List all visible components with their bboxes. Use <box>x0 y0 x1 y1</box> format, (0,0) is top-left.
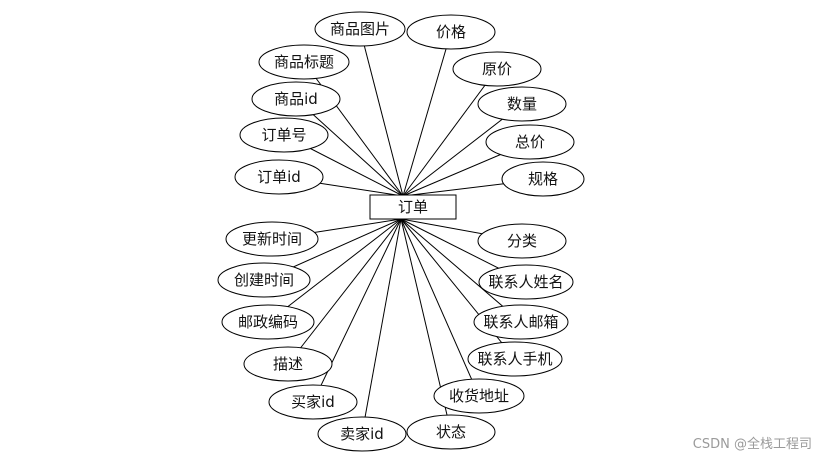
attribute-buyer-id: 买家id <box>268 384 358 420</box>
attribute-ellipse <box>317 416 407 452</box>
entity-box <box>369 194 457 220</box>
attribute-product-id: 商品id <box>251 81 341 117</box>
attribute-label: 更新时间 <box>242 230 302 248</box>
connector-postal-code <box>267 218 402 323</box>
attribute-ellipse <box>258 44 350 80</box>
attribute-label: 收货地址 <box>449 387 509 405</box>
attribute-ellipse <box>467 341 563 377</box>
attribute-label: 数量 <box>507 95 537 113</box>
attribute-spec: 规格 <box>501 161 585 197</box>
attribute-contact-phone: 联系人手机 <box>467 341 563 377</box>
attribute-ellipse <box>239 117 329 153</box>
attribute-label: 规格 <box>528 170 558 188</box>
connector-contact-email <box>400 218 522 323</box>
connector-seller-id <box>361 218 402 435</box>
connector-price <box>402 31 452 197</box>
entity-label: 订单 <box>398 198 428 216</box>
entity-order: 订单 <box>369 194 457 220</box>
attribute-ellipse <box>406 414 496 450</box>
attribute-ellipse <box>433 378 525 414</box>
connector-product-id <box>295 98 404 197</box>
attribute-label: 分类 <box>507 232 537 250</box>
connector-shipping-address <box>400 218 480 397</box>
attribute-order-id: 订单id <box>234 159 324 195</box>
attribute-label: 订单号 <box>261 126 306 144</box>
attribute-label: 联系人姓名 <box>488 273 563 291</box>
attribute-label: 创建时间 <box>234 271 294 289</box>
attribute-ellipse <box>501 161 585 197</box>
connector-original-price <box>402 68 498 197</box>
attribute-price: 价格 <box>406 14 496 50</box>
attribute-ellipse <box>217 262 311 298</box>
attribute-ellipse <box>406 14 496 50</box>
attribute-seller-id: 卖家id <box>317 416 407 452</box>
attribute-ellipse <box>477 223 567 259</box>
attribute-product-title: 商品标题 <box>258 44 350 80</box>
attribute-postal-code: 邮政编码 <box>221 304 315 340</box>
attribute-label: 原价 <box>482 60 512 78</box>
attribute-ellipse <box>225 221 319 257</box>
attribute-label: 状态 <box>436 423 466 441</box>
attribute-status: 状态 <box>406 414 496 450</box>
attribute-label: 订单id <box>257 168 301 186</box>
attribute-ellipse <box>234 159 324 195</box>
attribute-ellipse <box>268 384 358 420</box>
attribute-quantity: 数量 <box>477 86 567 122</box>
connector-description <box>287 218 402 365</box>
attribute-ellipse <box>452 51 542 87</box>
attribute-contact-email: 联系人邮箱 <box>473 304 569 340</box>
connector-product-image <box>359 28 404 197</box>
attribute-label: 商品图片 <box>330 20 390 38</box>
attribute-total-price: 总价 <box>485 124 575 160</box>
attribute-category: 分类 <box>477 223 567 259</box>
attribute-ellipse <box>477 86 567 122</box>
attribute-label: 联系人邮箱 <box>483 313 558 331</box>
attribute-create-time: 创建时间 <box>217 262 311 298</box>
attribute-contact-name: 联系人姓名 <box>478 264 574 300</box>
attribute-label: 卖家id <box>340 425 384 443</box>
attribute-label: 联系人手机 <box>477 350 552 368</box>
attribute-ellipse <box>473 304 569 340</box>
attribute-label: 价格 <box>436 23 466 41</box>
attribute-label: 商品id <box>274 90 318 108</box>
attribute-label: 邮政编码 <box>238 313 298 331</box>
attribute-product-image: 商品图片 <box>314 11 406 47</box>
attribute-description: 描述 <box>243 346 333 382</box>
attribute-ellipse <box>243 346 333 382</box>
attribute-ellipse <box>485 124 575 160</box>
attribute-ellipse <box>478 264 574 300</box>
attribute-update-time: 更新时间 <box>225 221 319 257</box>
attribute-label: 商品标题 <box>274 53 334 71</box>
attribute-ellipse <box>221 304 315 340</box>
attribute-ellipse <box>314 11 406 47</box>
connector-buyer-id <box>312 218 402 403</box>
attribute-order-number: 订单号 <box>239 117 329 153</box>
attribute-label: 总价 <box>515 133 545 151</box>
attribute-label: 描述 <box>273 355 303 373</box>
attribute-shipping-address: 收货地址 <box>433 378 525 414</box>
watermark: CSDN @全栈工程司 <box>693 436 812 452</box>
attribute-label: 买家id <box>291 393 335 411</box>
attribute-original-price: 原价 <box>452 51 542 87</box>
attribute-ellipse <box>251 81 341 117</box>
